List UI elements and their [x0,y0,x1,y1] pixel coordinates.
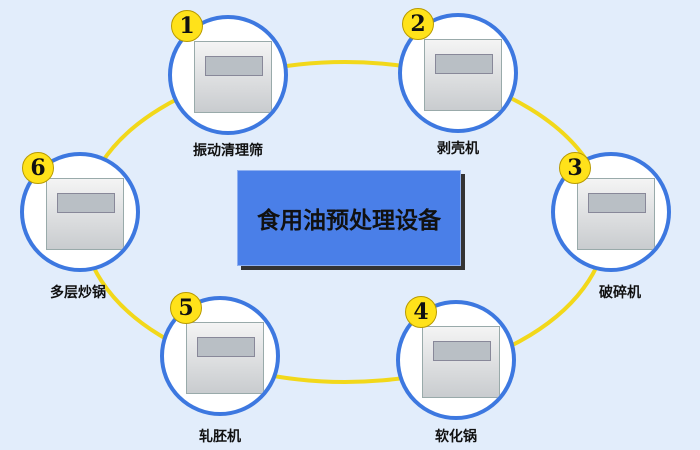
badge-6: 6 [22,152,54,184]
badge-4: 4 [405,296,437,328]
machine-image [577,178,655,250]
machine-image [186,322,264,394]
machine-image [422,326,500,398]
center-title-box: 食用油预处理设备 [237,170,461,266]
label-5: 轧胚机 [199,429,241,445]
node-1-image [168,15,288,135]
badge-5: 5 [170,292,202,324]
center-title: 食用油预处理设备 [257,208,441,234]
label-2: 剥壳机 [437,141,479,157]
label-4: 软化锅 [435,429,477,445]
badge-1: 1 [171,10,203,42]
label-1: 振动清理筛 [193,143,263,159]
machine-image [46,178,124,250]
machine-image [194,41,272,113]
machine-image [424,39,502,111]
badge-3: 3 [559,152,591,184]
badge-2: 2 [402,8,434,40]
label-3: 破碎机 [599,285,641,301]
label-6: 多层炒锅 [50,285,106,301]
